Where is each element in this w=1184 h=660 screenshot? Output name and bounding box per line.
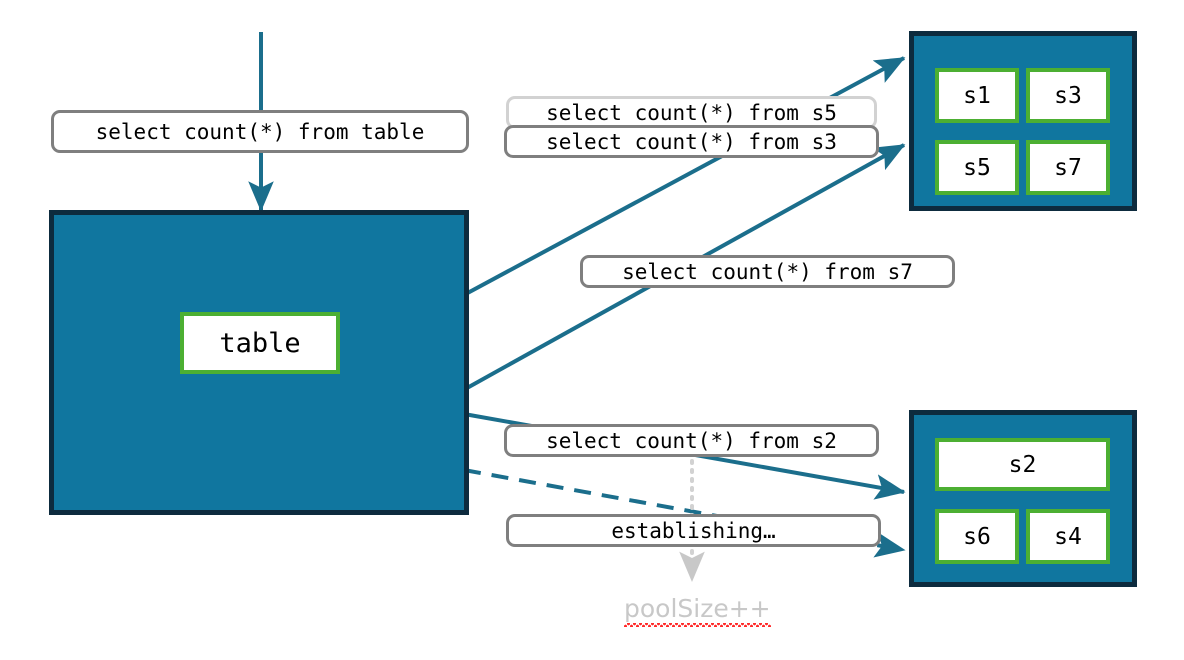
leaf-s6: s6 (935, 509, 1019, 564)
leaf-s5: s5 (935, 140, 1019, 195)
leaf-s1-label: s1 (963, 82, 991, 109)
query-label-s2: select count(*) from s2 (504, 424, 879, 457)
leaf-s3-label: s3 (1054, 82, 1082, 109)
query-label-s3-text: select count(*) from s3 (546, 129, 837, 154)
leaf-s5-label: s5 (963, 154, 991, 181)
annotation-poolsize: poolSize++ (624, 594, 771, 623)
query-label-s2-text: select count(*) from s2 (546, 428, 837, 453)
status-label-establishing: establishing… (506, 514, 881, 547)
leaf-s2: s2 (935, 438, 1110, 491)
query-label-s7-text: select count(*) from s7 (622, 259, 913, 284)
query-label-s3: select count(*) from s3 (504, 125, 879, 158)
query-label-table-text: select count(*) from table (95, 119, 425, 144)
leaf-s1: s1 (935, 68, 1019, 123)
leaf-s7-label: s7 (1054, 154, 1082, 181)
annotation-poolsize-text: poolSize++ (624, 594, 771, 623)
query-label-s5-text: select count(*) from s5 (546, 100, 837, 125)
leaf-table: table (180, 312, 340, 374)
leaf-s2-label: s2 (1008, 451, 1037, 478)
query-label-s7: select count(*) from s7 (580, 255, 955, 288)
leaf-s4-label: s4 (1054, 523, 1082, 550)
leaf-s6-label: s6 (963, 523, 991, 550)
leaf-s7: s7 (1026, 140, 1110, 195)
leaf-s4: s4 (1026, 509, 1110, 564)
query-label-table: select count(*) from table (51, 110, 469, 153)
leaf-s3: s3 (1026, 68, 1110, 123)
leaf-table-label: table (219, 327, 301, 359)
status-label-establishing-text: establishing… (611, 518, 776, 543)
